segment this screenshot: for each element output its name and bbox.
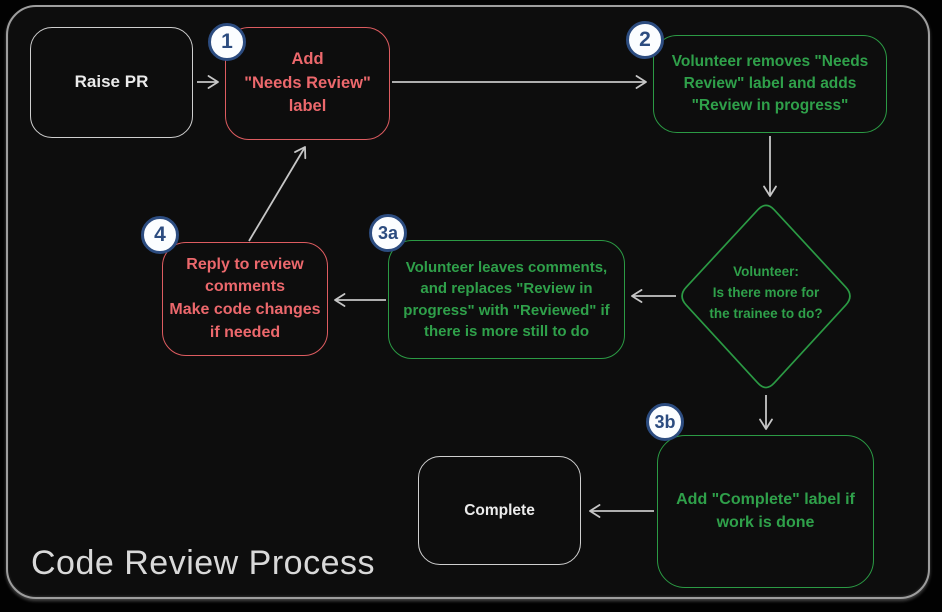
- diagram-title: Code Review Process: [31, 544, 375, 582]
- node-volunteer-leaves-comments: Volunteer leaves comments, and replaces …: [388, 240, 625, 359]
- node-decision-more-for-trainee: Volunteer: Is there more for the trainee…: [709, 264, 823, 321]
- badge-step-3b: 3b: [646, 403, 684, 441]
- badge-step-2: 2: [626, 21, 664, 59]
- node-complete: Complete: [418, 456, 581, 565]
- node-reply-to-review-comments: Reply to review comments Make code chang…: [162, 242, 328, 356]
- node-volunteer-removes-label: Volunteer removes "Needs Review" label a…: [653, 35, 887, 133]
- badge-step-1: 1: [208, 23, 246, 61]
- node-add-needs-review-label: Add "Needs Review" label: [225, 27, 390, 140]
- badge-step-4: 4: [141, 216, 179, 254]
- badge-step-3a: 3a: [369, 214, 407, 252]
- node-raise-pr: Raise PR: [30, 27, 193, 138]
- node-add-complete-label: Add "Complete" label if work is done: [657, 435, 874, 588]
